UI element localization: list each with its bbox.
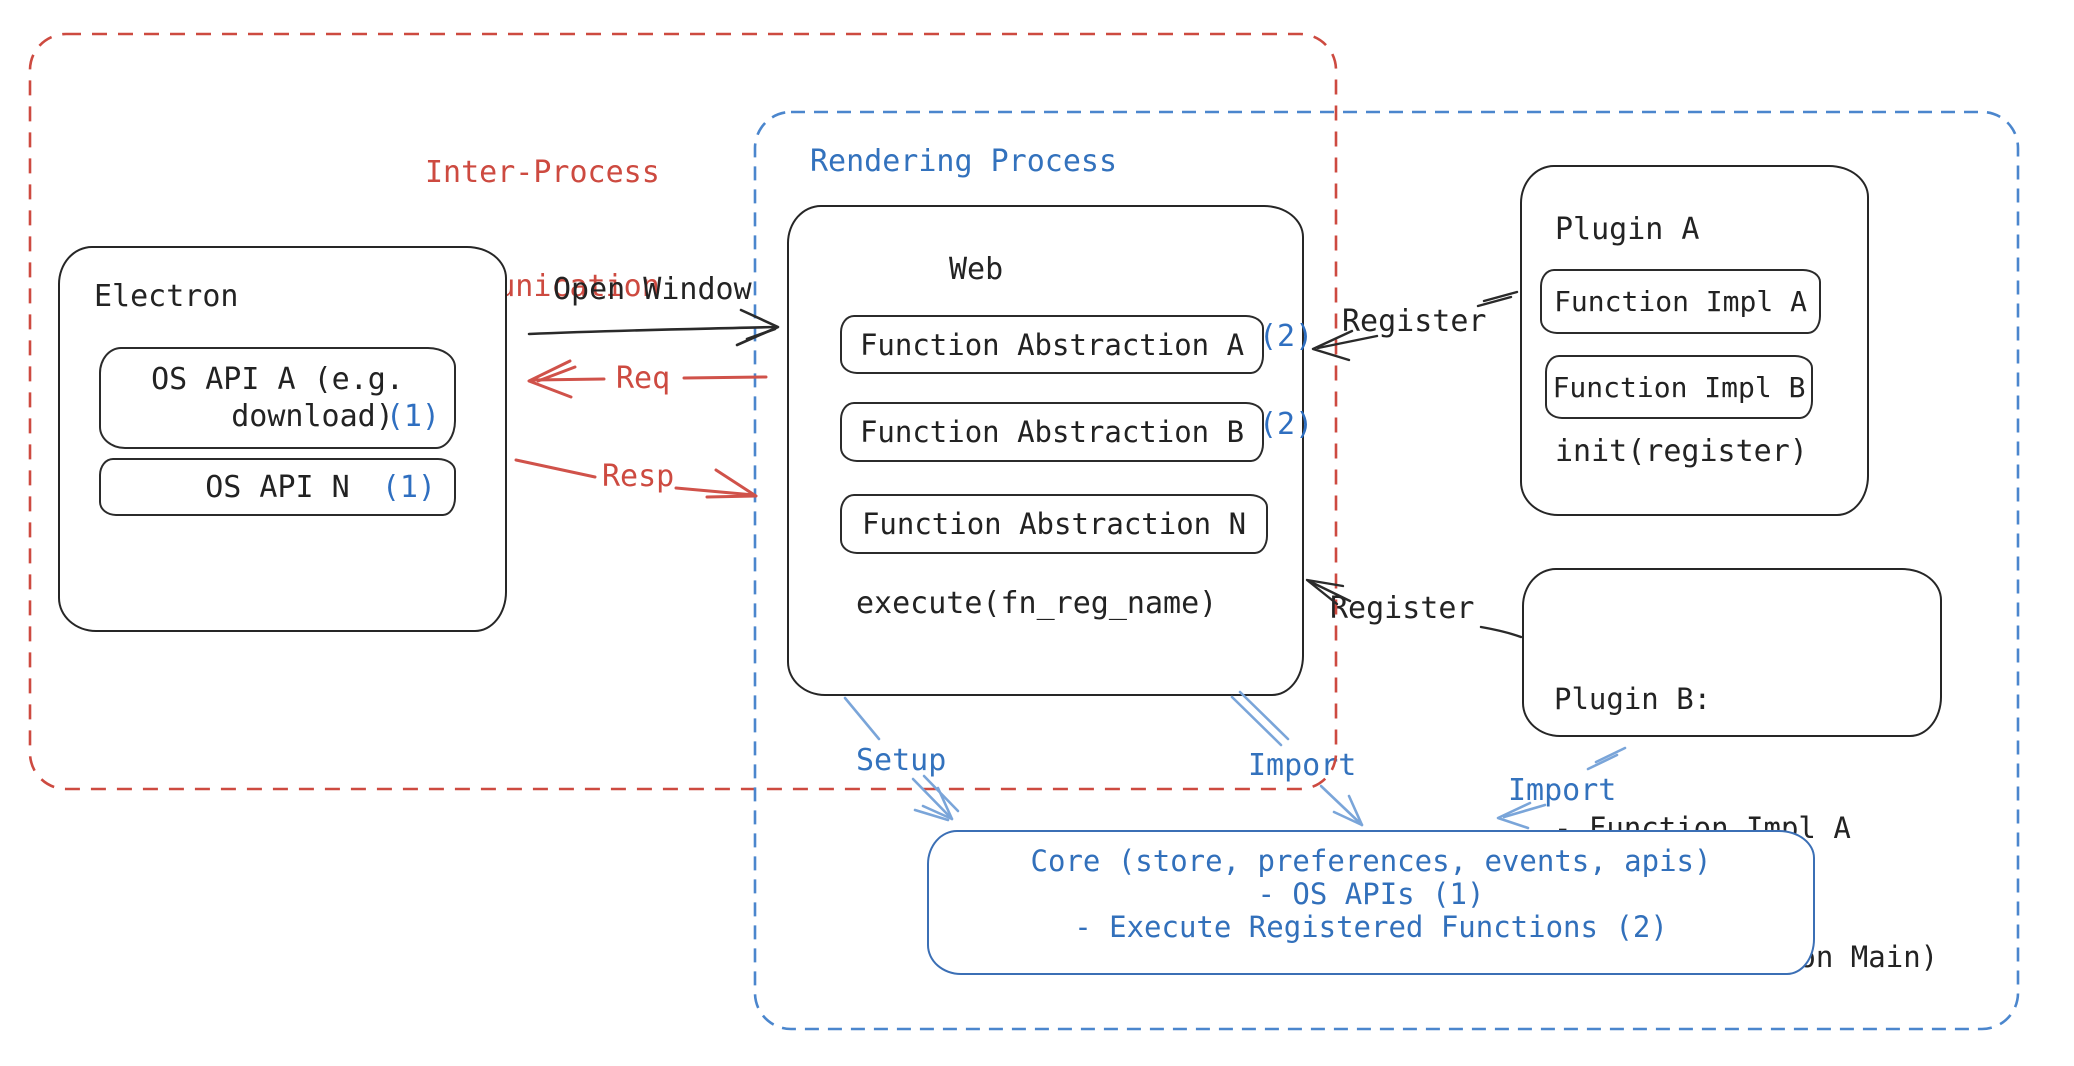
function-abstraction-b-label: Function Abstraction B xyxy=(859,415,1245,449)
electron-box: Electron OS API A (e.g. download) (1) OS… xyxy=(58,246,507,632)
plugin-b-text: Plugin B: - Function Impl A - Module (ru… xyxy=(1554,592,1938,1065)
plugin-a-box: Plugin A Function Impl A Function Impl B… xyxy=(1520,165,1869,516)
rendering-group-label: Rendering Process xyxy=(810,144,1118,179)
ipc-label-line1: Inter-Process xyxy=(425,155,660,190)
import-mid-label: Import xyxy=(1248,748,1357,783)
os-api-n-ref: (1) xyxy=(381,469,436,505)
os-api-n-box: OS API N (1) xyxy=(99,458,456,516)
electron-title: Electron xyxy=(94,279,239,314)
os-api-a-box: OS API A (e.g. download) (1) xyxy=(99,347,456,449)
web-box: Web Function Abstraction A (2) Function … xyxy=(787,205,1313,696)
req-label: Req xyxy=(616,361,671,396)
import-right-label: Import xyxy=(1508,773,1617,808)
function-abstraction-a-box: Function Abstraction A xyxy=(840,315,1264,374)
core-line-2: - OS APIs (1) xyxy=(1257,877,1485,911)
function-abstraction-a-label: Function Abstraction A xyxy=(859,327,1245,362)
plugin-a-title: Plugin A xyxy=(1555,212,1700,247)
plugin-b-box: Plugin B: - Function Impl A - Module (ru… xyxy=(1522,568,1942,974)
os-api-a-ref: (1) xyxy=(385,399,440,434)
function-abstraction-b-ref: (2) xyxy=(1259,407,1314,442)
core-line-3: - Execute Registered Functions (2) xyxy=(1074,910,1668,944)
register-bottom-label: Register xyxy=(1330,591,1475,626)
function-abstraction-b-box: Function Abstraction B xyxy=(840,402,1264,462)
init-register-label: init(register) xyxy=(1555,434,1808,469)
resp-label: Resp xyxy=(602,459,675,494)
core-line-1: Core (store, preferences, events, apis) xyxy=(1030,844,1712,878)
os-api-a-line1: OS API A (e.g. xyxy=(151,362,404,397)
function-impl-b-box: Function Impl B xyxy=(1545,355,1813,419)
open-window-label: Open Window xyxy=(553,272,752,307)
function-abstraction-n-box: Function Abstraction N xyxy=(840,494,1268,554)
function-impl-a-label: Function Impl A xyxy=(1554,285,1807,318)
setup-label: Setup xyxy=(856,743,947,778)
function-abstraction-a-ref: (2) xyxy=(1259,319,1314,354)
web-title: Web xyxy=(949,252,1004,287)
execute-label: execute(fn_reg_name) xyxy=(856,586,1218,621)
os-api-n-label: OS API N xyxy=(205,469,350,505)
core-box: Core (store, preferences, events, apis) … xyxy=(927,830,1815,975)
function-impl-a-box: Function Impl A xyxy=(1540,269,1821,334)
plugin-b-title: Plugin B: xyxy=(1554,682,1712,716)
function-abstraction-n-label: Function Abstraction N xyxy=(861,507,1247,541)
os-api-a-text: OS API A (e.g. download) (1) xyxy=(101,361,454,435)
register-top-label: Register xyxy=(1342,304,1487,339)
function-impl-b-label: Function Impl B xyxy=(1552,370,1806,404)
